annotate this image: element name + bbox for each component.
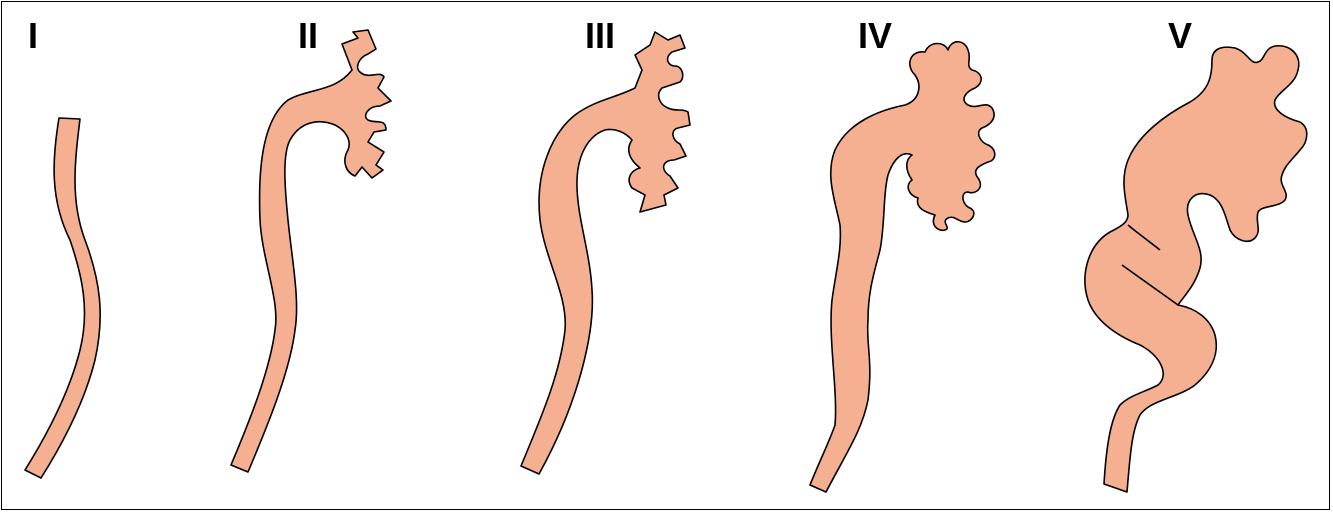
duct-stage-3 (521, 32, 690, 474)
label-stage-2: II (298, 15, 318, 56)
label-stage-3: III (585, 15, 615, 56)
duct-stage-2 (231, 30, 391, 472)
label-stage-5: V (1168, 15, 1192, 56)
duct-stage-4 (810, 42, 995, 492)
duct-stage-1 (25, 118, 100, 478)
label-stage-1: I (28, 15, 38, 56)
duct-stage-5 (1085, 46, 1307, 492)
label-stage-4: IV (858, 15, 892, 56)
